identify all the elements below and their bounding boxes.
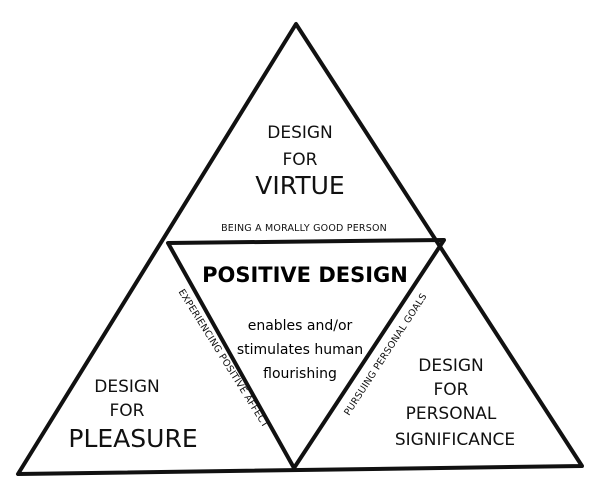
top-title-line-2: FOR xyxy=(283,150,318,170)
outer-triangle xyxy=(16,22,584,476)
right-title-line-4: SIGNIFICANCE xyxy=(395,430,515,450)
top-title-line-3: VIRTUE xyxy=(255,171,344,200)
center-line-3: flourishing xyxy=(263,366,337,382)
left-edge-label: EXPERIENCING POSITIVE AFFECT xyxy=(176,287,271,430)
top-edge-label: BEING A MORALLY GOOD PERSON xyxy=(221,223,387,234)
left-title-line-1: DESIGN xyxy=(94,377,160,397)
right-title-line-2: FOR xyxy=(434,380,469,400)
right-title-line-3: PERSONAL xyxy=(406,404,497,424)
right-title-line-1: DESIGN xyxy=(418,356,484,376)
center-title: POSITIVE DESIGN xyxy=(202,263,408,287)
left-title-line-2: FOR xyxy=(110,401,145,421)
top-section: DESIGN FOR VIRTUE BEING A MORALLY GOOD P… xyxy=(221,123,387,234)
inner-triangle xyxy=(166,238,446,470)
right-section: PURSUING PERSONAL GOALS DESIGN FOR PERSO… xyxy=(342,292,515,450)
left-title-line-3: PLEASURE xyxy=(68,424,197,453)
center-line-1: enables and/or xyxy=(248,318,353,334)
center-line-2: stimulates human xyxy=(237,342,363,358)
center-section: POSITIVE DESIGN enables and/or stimulate… xyxy=(202,263,408,382)
top-title-line-1: DESIGN xyxy=(267,123,333,143)
